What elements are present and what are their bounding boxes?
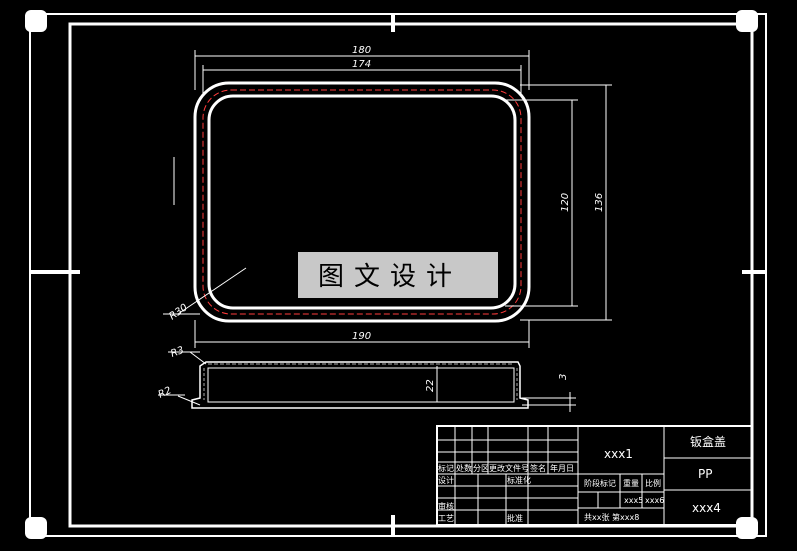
label-weight: 重量 — [623, 478, 639, 488]
label-approve: 批准 — [507, 513, 523, 523]
plan-view — [173, 81, 531, 323]
label-change-doc: 更改文件号 — [489, 463, 529, 473]
drawing-number-right: xxx4 — [692, 501, 721, 515]
dimension-lines — [158, 50, 612, 412]
watermark-text: 图文设计 — [318, 262, 462, 292]
dim-r3: R3 — [169, 345, 185, 360]
label-stage-mark: 阶段标记 — [584, 478, 616, 488]
dim-136: 136 — [594, 193, 605, 212]
scale-value: xxx6 — [645, 496, 664, 505]
label-design: 设计 — [438, 475, 454, 485]
label-scale: 比例 — [645, 478, 661, 488]
label-date: 年月日 — [550, 463, 574, 473]
drawing-number-left: xxx1 — [604, 447, 633, 461]
label-standardize: 标准化 — [507, 475, 531, 485]
label-mark: 标记 — [438, 463, 454, 473]
dim-120: 120 — [560, 193, 571, 212]
part-name: 钣盒盖 — [690, 434, 726, 449]
dim-22: 22 — [425, 379, 436, 392]
label-sign: 签名 — [530, 463, 546, 473]
dim-r30: R30 — [167, 302, 189, 322]
material: PP — [698, 467, 712, 481]
title-block — [436, 425, 753, 526]
sheets-text: 共xx张 第xxx8 — [584, 512, 639, 522]
dim-190: 190 — [352, 331, 371, 342]
label-zone: 分区 — [473, 464, 489, 473]
dim-r2: R2 — [157, 385, 174, 401]
label-review: 审核 — [438, 501, 454, 511]
weight-value: xxx5 — [624, 496, 643, 505]
dim-180: 180 — [352, 45, 371, 56]
label-process: 工艺 — [438, 514, 454, 523]
section-view — [191, 361, 529, 409]
dim-174: 174 — [352, 59, 371, 70]
dim-3: 3 — [558, 374, 569, 380]
label-count: 处数 — [456, 463, 472, 473]
sheet-border — [25, 10, 767, 539]
watermark-box — [298, 252, 498, 298]
